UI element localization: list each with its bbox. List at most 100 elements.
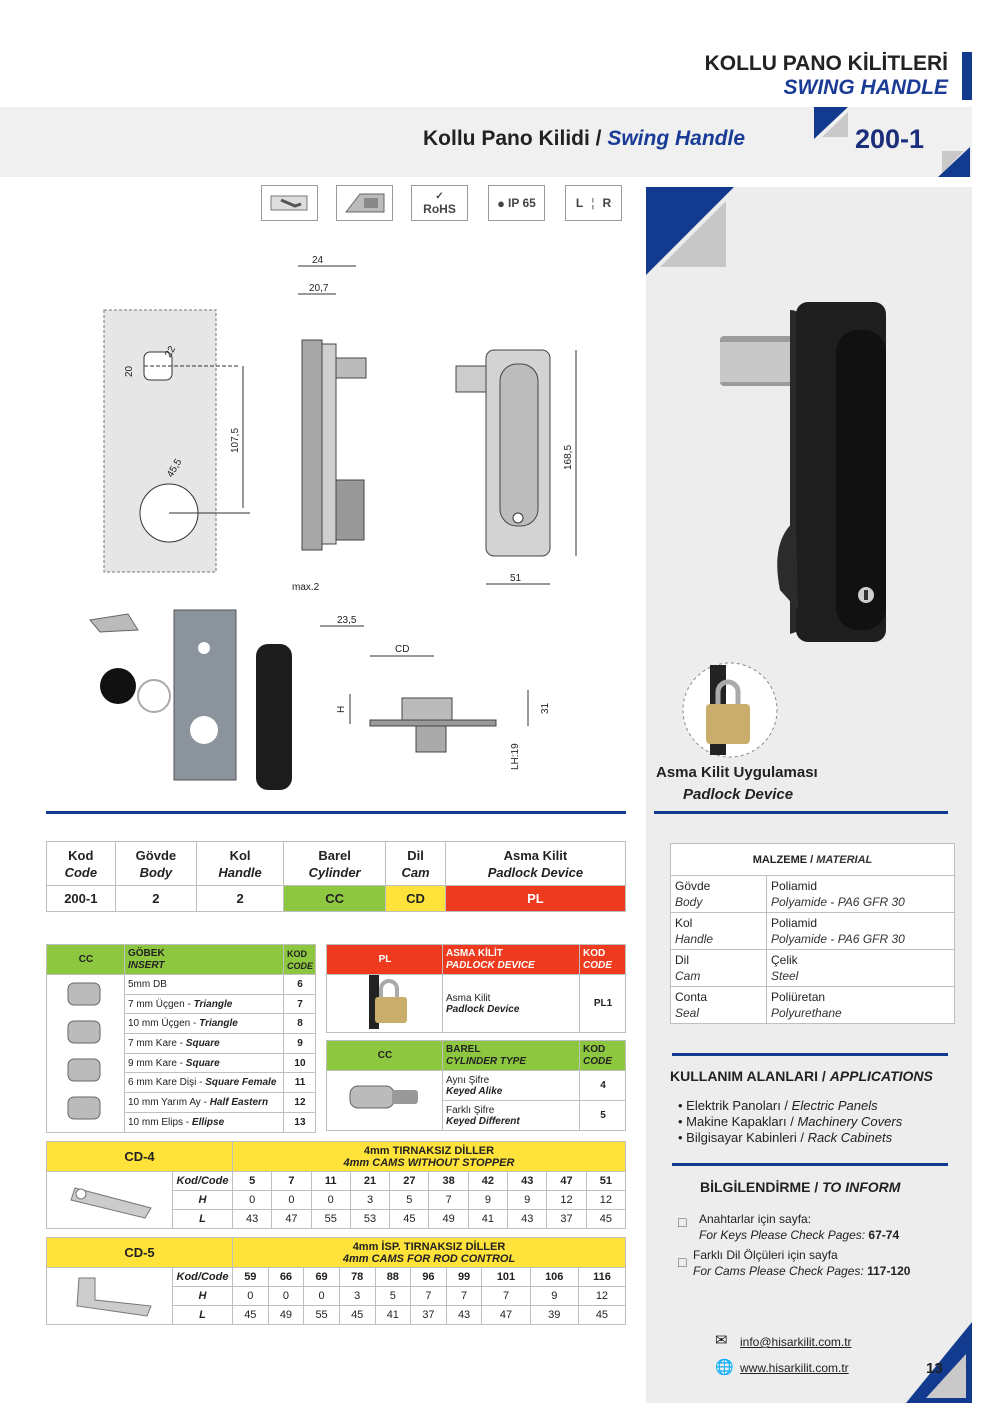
cd4-label: CD-4	[46, 1141, 233, 1172]
insert-row-1: 5mm DB	[124, 974, 284, 995]
cd5-code-2: 69	[303, 1267, 340, 1287]
page-icon: □	[678, 1214, 687, 1230]
product-photo	[720, 302, 886, 642]
insert-row-4: 7 mm Kare - Square	[124, 1033, 284, 1054]
cd5-l-label: L	[172, 1305, 233, 1325]
right-divider-3	[672, 1163, 948, 1166]
cd4-h-0: 0	[231, 1190, 273, 1210]
info-keys-en: For Keys Please Check Pages:	[699, 1228, 869, 1242]
insert-images	[46, 974, 125, 1133]
cylinder-code-2: 5	[579, 1100, 626, 1131]
rohs-icon: ✓RoHS	[411, 185, 468, 221]
cd5-l-6: 43	[445, 1305, 483, 1325]
applications-title: KULLANIM ALANLARI / APPLICATIONS	[670, 1068, 933, 1084]
applications-list: • Elektrik Panoları / Electric Panels • …	[678, 1098, 902, 1146]
email-icon: ✉	[715, 1332, 728, 1349]
cd4-code-2: 11	[310, 1171, 351, 1191]
cell-code: 200-1	[46, 885, 116, 912]
cd5-h-6: 7	[445, 1286, 483, 1306]
cd5-code-7: 101	[481, 1267, 531, 1287]
page-icon: □	[678, 1254, 687, 1270]
cd4-code-6: 42	[467, 1171, 509, 1191]
cd5-code-9: 116	[577, 1267, 627, 1287]
cd5-l-8: 39	[529, 1305, 579, 1325]
dim-max2: max.2	[292, 582, 320, 593]
cd5-l-5: 37	[410, 1305, 447, 1325]
cd4-l-8: 37	[546, 1209, 587, 1229]
cd4-code-9: 51	[585, 1171, 627, 1191]
product-code: 200-1	[855, 124, 925, 154]
code-corner-decor	[814, 107, 970, 177]
dim-20-7: 20,7	[309, 283, 329, 294]
profile-icon	[336, 185, 393, 221]
cd4-code-3: 21	[349, 1171, 391, 1191]
subtitle-en: Swing Handle	[607, 127, 746, 150]
insert-table-label: CC	[46, 944, 125, 975]
title-tr: KOLLU PANO KİLİTLERİ	[704, 52, 948, 75]
info-cams-en: For Cams Please Check Pages:	[693, 1264, 868, 1278]
cd4-l-1: 47	[271, 1209, 312, 1229]
material-header: MALZEME / MATERIAL	[670, 843, 955, 876]
header-accent-bar	[962, 52, 972, 100]
right-divider-2	[672, 1053, 948, 1056]
dim-51: 51	[510, 573, 522, 584]
cd4-h-3: 3	[349, 1190, 391, 1210]
insert-code-3: 8	[282, 1013, 317, 1035]
email-link[interactable]: info@hisarkilit.com.tr	[740, 1335, 852, 1349]
cd4-h-2: 0	[310, 1190, 351, 1210]
header-band	[0, 107, 972, 177]
cd4-code-1: 7	[271, 1171, 312, 1191]
dim-20: 20	[124, 365, 135, 377]
cd5-code-label: Kod/Code	[172, 1267, 233, 1287]
insert-row-5: 9 mm Kare - Square	[124, 1052, 284, 1074]
rohs-text: RoHS	[423, 201, 456, 216]
info-cams-pages: 117-120	[867, 1264, 911, 1278]
title-en: SWING HANDLE	[783, 76, 949, 99]
globe-icon: 🌐	[715, 1359, 734, 1376]
dim-h: H	[336, 706, 347, 713]
cd5-code-8: 106	[529, 1267, 579, 1287]
dim-107-5: 107,5	[230, 428, 241, 453]
dim-22: 22	[163, 344, 178, 360]
cylinder-image	[326, 1070, 443, 1131]
application-item: • Elektrik Panoları / Electric Panels	[678, 1098, 878, 1113]
page-number: 13	[926, 1360, 943, 1377]
cd5-h-4: 5	[374, 1286, 412, 1306]
cd4-l-6: 41	[467, 1209, 509, 1229]
cd4-image	[46, 1171, 173, 1229]
cell-cylinder: CC	[282, 885, 387, 912]
info-keys-tr: Anahtarlar için sayfa:	[699, 1212, 812, 1226]
cell-cam: CD	[385, 885, 446, 912]
cd5-l-2: 55	[303, 1305, 340, 1325]
info-keys: Anahtarlar için sayfa: For Keys Please C…	[699, 1211, 899, 1243]
cd5-h-label: H	[172, 1286, 233, 1306]
insert-row-7: 10 mm Yarım Ay - Half Eastern	[124, 1092, 284, 1113]
insert-row-2: 7 mm Üçgen - Triangle	[124, 993, 284, 1015]
website-link[interactable]: www.hisarkilit.com.tr	[740, 1361, 849, 1375]
application-item: • Makine Kapakları / Machinery Covers	[678, 1114, 903, 1129]
padlock-code: PL1	[579, 974, 626, 1033]
cd4-code-4: 27	[389, 1171, 430, 1191]
handle-icon	[261, 185, 318, 221]
cd5-code-3: 78	[338, 1267, 376, 1287]
info-cams: Farklı Dil Ölçüleri için sayfa For Cams …	[693, 1247, 910, 1279]
info-title: BİLGİLENDİRME / TO INFORM	[700, 1179, 901, 1195]
cd4-code-7: 43	[507, 1171, 548, 1191]
cd5-code-4: 88	[374, 1267, 412, 1287]
cylinder-table-label: CC	[326, 1040, 443, 1071]
cd4-h-6: 9	[467, 1190, 509, 1210]
cd4-code-5: 38	[428, 1171, 469, 1191]
page-subtitle: Kollu Pano Kilidi / Swing Handle	[423, 127, 745, 151]
cd4-code-label: Kod/Code	[172, 1171, 233, 1191]
panel-corner-decor	[646, 187, 734, 275]
